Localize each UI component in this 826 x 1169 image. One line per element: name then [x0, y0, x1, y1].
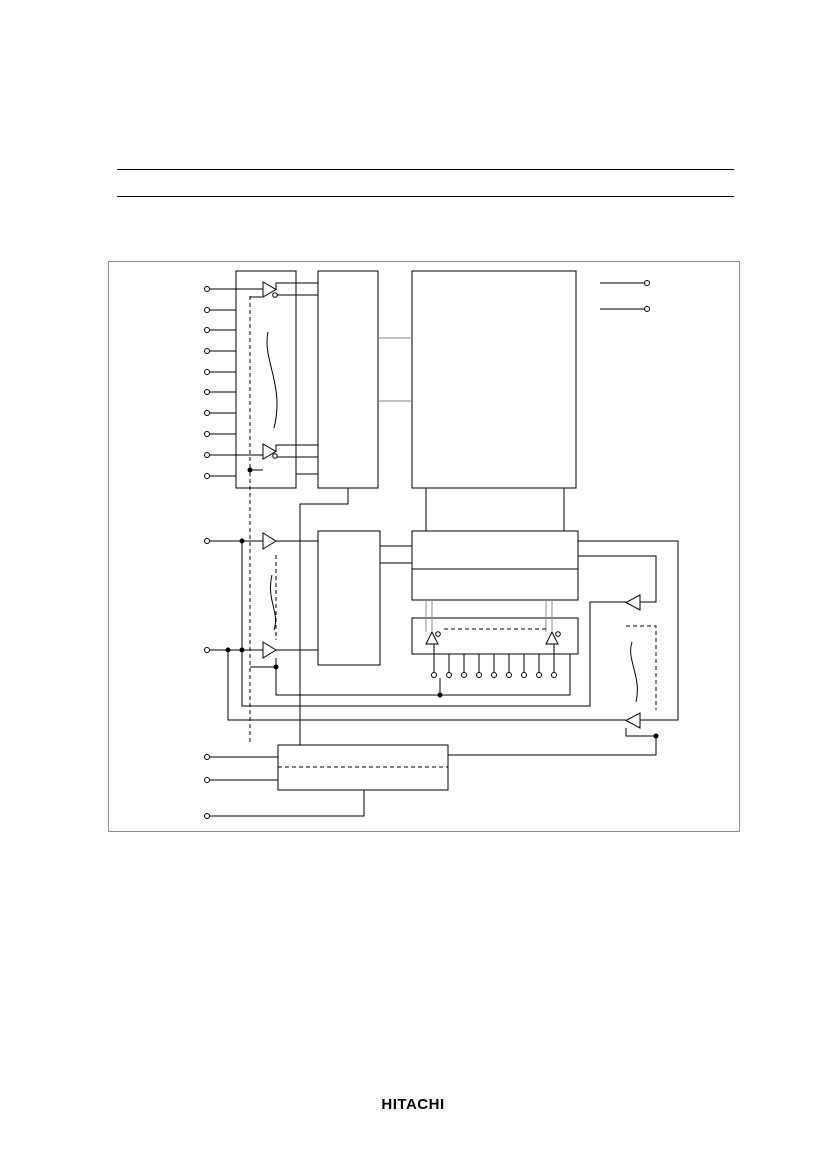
- address-input-pins: [204, 286, 263, 479]
- diagram-frame: [108, 261, 740, 832]
- io-pins: [431, 644, 557, 678]
- io-buffer-left: [425, 600, 441, 645]
- ellipsis-curve-output: [630, 641, 638, 703]
- header-rule-top: [117, 169, 734, 170]
- memory-array-block: [411, 270, 577, 489]
- io-gate-block: [411, 568, 579, 601]
- output-buffer-bottom: [624, 712, 641, 729]
- footer-brand-logo: HITACHI: [381, 1096, 445, 1113]
- io-buffer-right: [545, 600, 561, 645]
- ellipsis-curve-address: [266, 331, 278, 429]
- address-buffer-bottom: [262, 443, 318, 475]
- address-buffer-block: [235, 270, 297, 489]
- sense-amp-block: [411, 530, 579, 570]
- output-buffer-top: [624, 594, 641, 611]
- ellipsis-curve-column: [270, 574, 276, 631]
- address-buffer-top: [262, 281, 318, 298]
- io-buffer-block: [411, 617, 579, 655]
- power-pins: [600, 280, 650, 312]
- column-decoder-block: [317, 530, 381, 666]
- row-decoder-block: [317, 270, 379, 489]
- header-rule-bottom: [117, 196, 734, 197]
- control-input-pins: [204, 754, 365, 819]
- column-address-pins: [204, 532, 318, 659]
